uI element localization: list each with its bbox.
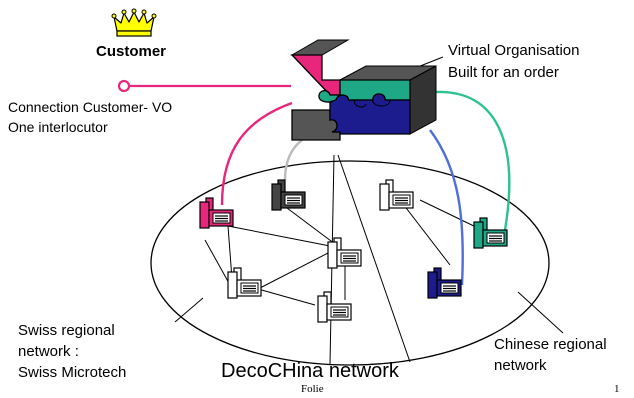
vo-label-line1: Virtual Organisation bbox=[448, 42, 580, 59]
chinese-network-line2: network bbox=[494, 357, 547, 374]
vo-link-magenta bbox=[220, 101, 293, 206]
customer-label: Customer bbox=[96, 43, 167, 60]
network-title: DecoCHina network bbox=[221, 360, 399, 382]
connection-line2: One interlocutor bbox=[8, 119, 108, 135]
puzzle-building-icon bbox=[290, 39, 437, 141]
network-links bbox=[204, 199, 479, 306]
swiss-leader-line bbox=[174, 297, 204, 323]
swiss-network-line2: network : bbox=[18, 343, 79, 360]
vo-link-gray bbox=[283, 139, 303, 181]
vo-link-blue bbox=[429, 129, 464, 286]
chinese-network-line1: Chinese regional bbox=[494, 336, 607, 353]
swiss-network-line1: Swiss regional bbox=[18, 322, 115, 339]
region-divider-line bbox=[337, 154, 411, 363]
footer-label: Folie bbox=[301, 383, 324, 395]
vo-link-green bbox=[435, 90, 511, 231]
vo-label-line2: Built for an order bbox=[448, 64, 559, 81]
chinese-leader-line bbox=[517, 291, 564, 334]
page-number: 1 bbox=[614, 383, 620, 395]
swiss-network-line3: Swiss Microtech bbox=[18, 364, 127, 381]
connection-line1: Connection Customer- VO bbox=[8, 99, 173, 115]
crown-icon bbox=[111, 8, 157, 37]
connector-ring-icon bbox=[117, 79, 131, 93]
